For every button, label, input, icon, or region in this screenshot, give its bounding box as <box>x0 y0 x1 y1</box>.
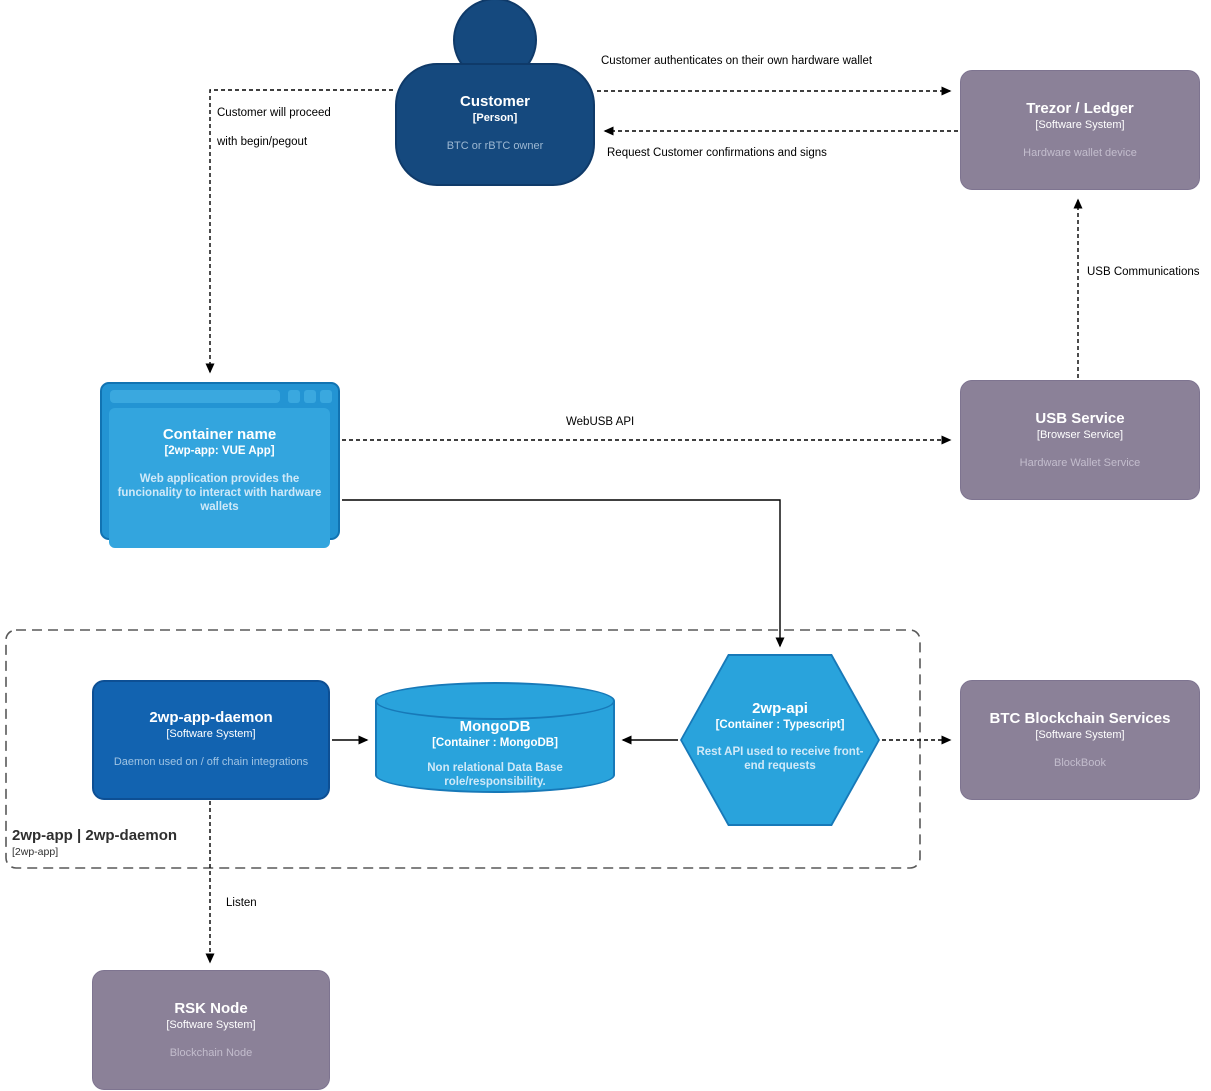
node-description: Hardware Wallet Service <box>1019 457 1141 469</box>
edge-label-proceed-line2: with begin/pegout <box>217 136 308 148</box>
node-subtitle: [Software System] <box>166 728 256 740</box>
node-subtitle: [Software System] <box>1035 119 1125 131</box>
node-btc-blockchain-services[interactable]: BTC Blockchain Services [Software System… <box>960 680 1200 800</box>
node-subtitle: [Container : MongoDB] <box>432 737 558 749</box>
node-trezor-ledger[interactable]: Trezor / Ledger [Software System] Hardwa… <box>960 70 1200 190</box>
node-subtitle: [Container : Typescript] <box>715 719 845 731</box>
edge-label-usb-communications: USB Communications <box>1087 266 1200 278</box>
node-mongodb[interactable]: MongoDB [Container : MongoDB] Non relati… <box>375 682 615 793</box>
node-description: Rest API used to receive front-end reque… <box>696 746 864 772</box>
node-subtitle: [2wp-app: VUE App] <box>164 445 275 457</box>
browser-content-panel: Container name [2wp-app: VUE App] Web ap… <box>109 408 330 548</box>
browser-button-icon <box>320 390 332 403</box>
node-container-2wp-app[interactable]: Container name [2wp-app: VUE App] Web ap… <box>100 382 340 548</box>
edge-customer-container <box>205 89 393 374</box>
node-description: Blockchain Node <box>169 1047 253 1059</box>
node-title: 2wp-api <box>752 700 808 717</box>
node-description: Hardware wallet device <box>1023 147 1137 159</box>
node-subtitle: [Person] <box>472 112 518 124</box>
node-title: Customer <box>459 93 530 110</box>
edge-label-webusb-api: WebUSB API <box>566 416 635 428</box>
cylinder-body-icon <box>375 701 615 793</box>
node-title: MongoDB <box>459 718 531 735</box>
node-description: Daemon used on / off chain integrations <box>113 756 309 768</box>
node-2wp-api[interactable]: 2wp-api [Container : Typescript] Rest AP… <box>680 654 880 826</box>
edge-label-listen: Listen <box>226 897 257 909</box>
edge-container-api <box>342 499 785 648</box>
browser-button-icon <box>288 390 300 403</box>
node-customer[interactable]: Customer [Person] BTC or rBTC owner <box>395 63 595 186</box>
edge-label-confirm: Request Customer confirmations and signs <box>607 147 827 159</box>
boundary-label: 2wp-app | 2wp-daemon [2wp-app] <box>12 827 177 859</box>
boundary-subtitle: [2wp-app] <box>12 846 59 858</box>
hexagon-icon: 2wp-api [Container : Typescript] Rest AP… <box>682 656 878 824</box>
node-description: BTC or rBTC owner <box>446 140 544 152</box>
boundary-title: 2wp-app | 2wp-daemon <box>12 827 178 844</box>
node-subtitle: [Software System] <box>166 1019 256 1031</box>
node-title: RSK Node <box>174 1000 248 1017</box>
browser-address-bar-icon <box>110 390 280 403</box>
node-usb-service[interactable]: USB Service [Browser Service] Hardware W… <box>960 380 1200 500</box>
cylinder-top-icon <box>375 682 615 720</box>
node-rsk-node[interactable]: RSK Node [Software System] Blockchain No… <box>92 970 330 1090</box>
node-title: BTC Blockchain Services <box>989 710 1171 727</box>
node-title: Trezor / Ledger <box>1026 100 1134 117</box>
node-2wp-app-daemon[interactable]: 2wp-app-daemon [Software System] Daemon … <box>92 680 330 800</box>
node-title: Container name <box>162 426 277 443</box>
node-subtitle: [Browser Service] <box>1036 429 1124 441</box>
browser-button-icon <box>304 390 316 403</box>
node-description: Non relational Data Base role/responsibi… <box>427 762 563 788</box>
node-description: Web application provides the funcionalit… <box>117 473 322 513</box>
node-title: 2wp-app-daemon <box>149 709 273 726</box>
edge-label-auth: Customer authenticates on their own hard… <box>601 55 873 67</box>
node-title: USB Service <box>1035 410 1125 427</box>
edge-label-proceed-line1: Customer will proceed <box>217 107 331 119</box>
boundary-2wp-app[interactable] <box>5 629 921 869</box>
node-subtitle: [Software System] <box>1035 729 1125 741</box>
node-description: BlockBook <box>1054 757 1106 769</box>
